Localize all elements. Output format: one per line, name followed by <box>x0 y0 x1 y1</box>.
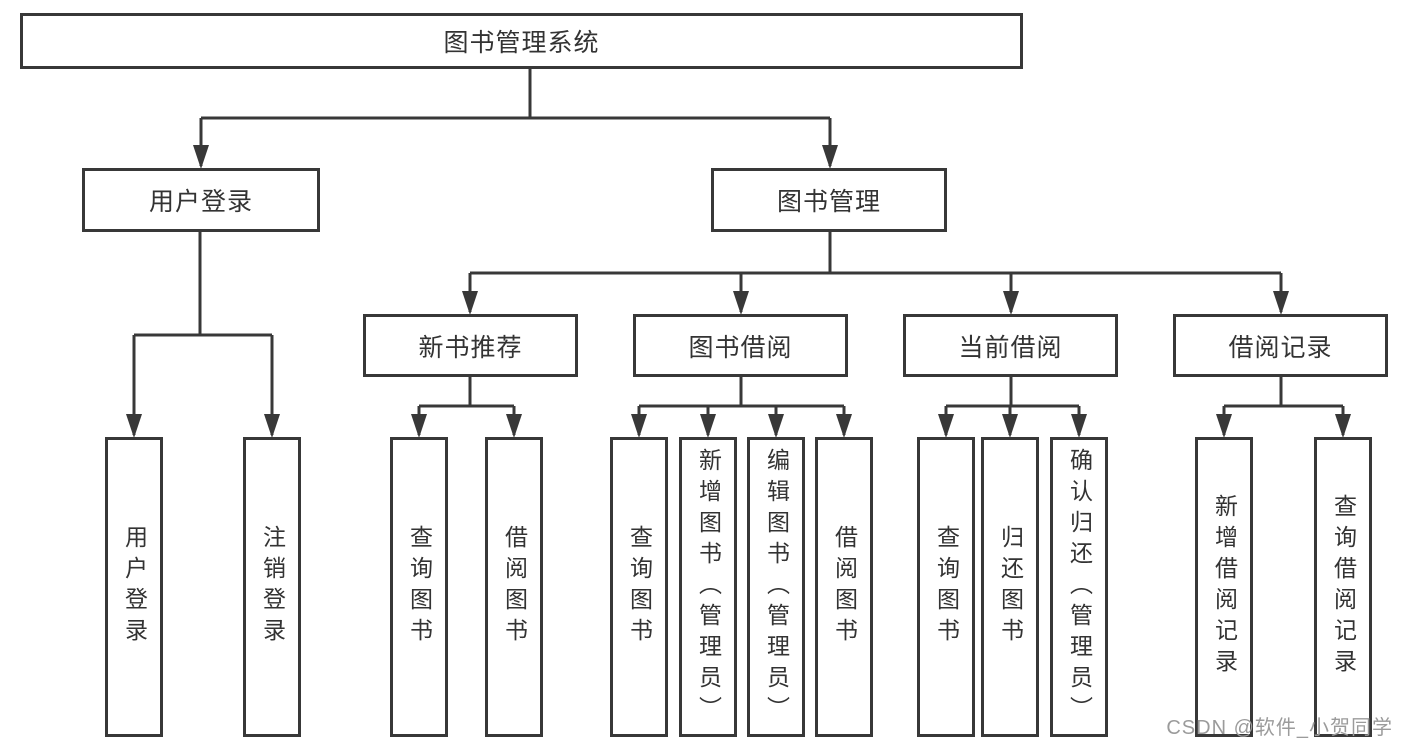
node-borrowing-records: 借阅记录 <box>1173 314 1388 377</box>
node-label: 新书推荐 <box>418 333 523 362</box>
node-label: 图书管理系统 <box>443 29 600 57</box>
leaf-borrow-add-book-admin: 新增图书（管理员） <box>679 437 737 737</box>
node-label: 图书借阅 <box>688 333 793 362</box>
leaf-label: 确认归还（管理员） <box>1066 447 1093 727</box>
arrowheads <box>126 145 1351 438</box>
node-book-borrowing: 图书借阅 <box>633 314 848 377</box>
node-label: 当前借阅 <box>958 333 1063 362</box>
leaf-label: 归还图书 <box>997 525 1024 649</box>
leaf-current-return-books: 归还图书 <box>981 437 1039 737</box>
leaf-borrow-edit-book-admin: 编辑图书（管理员） <box>747 437 805 737</box>
node-label: 借阅记录 <box>1228 333 1333 362</box>
node-new-book-recommendation: 新书推荐 <box>363 314 578 377</box>
leaf-user-login: 用户登录 <box>105 437 163 737</box>
leaf-label: 新增图书（管理员） <box>695 447 722 727</box>
node-current-borrowing: 当前借阅 <box>903 314 1118 377</box>
leaf-newbooks-borrow-books: 借阅图书 <box>485 437 543 737</box>
node-root: 图书管理系统 <box>20 13 1023 69</box>
leaf-borrow-borrow-books: 借阅图书 <box>815 437 873 737</box>
node-label: 图书管理 <box>776 188 881 216</box>
leaf-label: 借阅图书 <box>501 525 528 649</box>
leaf-label: 编辑图书（管理员） <box>763 447 790 727</box>
leaf-current-query-books: 查询图书 <box>917 437 975 737</box>
leaf-label: 用户登录 <box>121 525 148 649</box>
node-label: 用户登录 <box>148 188 253 216</box>
leaf-label: 注销登录 <box>259 525 286 649</box>
leaf-logout: 注销登录 <box>243 437 301 737</box>
leaf-label: 借阅图书 <box>831 525 858 649</box>
leaf-current-confirm-return-admin: 确认归还（管理员） <box>1050 437 1108 737</box>
leaf-label: 新增借阅记录 <box>1211 494 1238 680</box>
watermark: CSDN @软件_小贺同学 <box>1166 717 1393 739</box>
leaf-newbooks-query-books: 查询图书 <box>390 437 448 737</box>
node-book-management: 图书管理 <box>711 168 947 232</box>
leaf-label: 查询图书 <box>406 525 433 649</box>
leaf-borrow-query-books: 查询图书 <box>610 437 668 737</box>
leaf-label: 查询图书 <box>933 525 960 649</box>
leaf-records-add-record: 新增借阅记录 <box>1195 437 1253 737</box>
node-user-login: 用户登录 <box>82 168 320 232</box>
leaf-label: 查询图书 <box>626 525 653 649</box>
leaf-label: 查询借阅记录 <box>1330 494 1357 680</box>
leaf-records-query-record: 查询借阅记录 <box>1314 437 1372 737</box>
